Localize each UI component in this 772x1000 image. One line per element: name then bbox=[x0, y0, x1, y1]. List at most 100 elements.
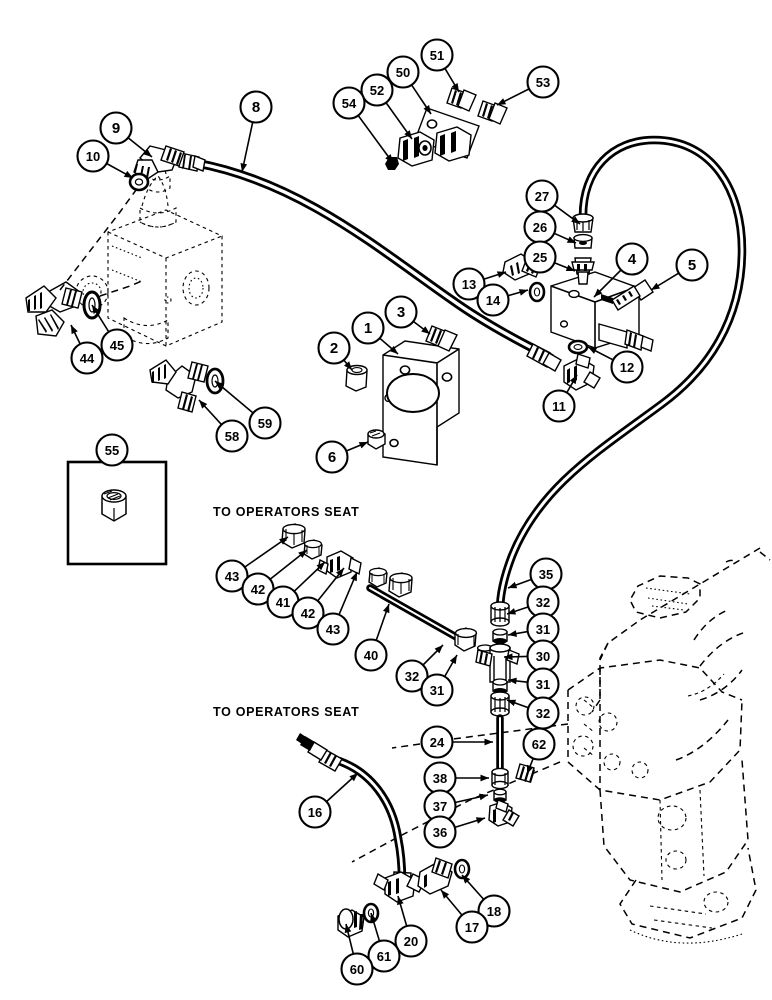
callout-circle-58[interactable] bbox=[215, 419, 249, 453]
callout-37[interactable]: 37 bbox=[423, 789, 489, 823]
callout-5[interactable]: 5 bbox=[650, 248, 709, 291]
callout-41[interactable]: 41 bbox=[266, 561, 326, 619]
callout-circle-31[interactable] bbox=[420, 673, 454, 707]
callout-11[interactable]: 11 bbox=[542, 374, 578, 423]
callout-52[interactable]: 52 bbox=[360, 73, 413, 140]
part-52-clamp bbox=[397, 131, 435, 167]
part-20-elbow bbox=[373, 871, 426, 903]
callout-26[interactable]: 26 bbox=[523, 210, 577, 244]
callout-58[interactable]: 58 bbox=[198, 399, 249, 453]
callout-55[interactable]: 55 bbox=[95, 433, 129, 467]
callout-17[interactable]: 17 bbox=[440, 889, 489, 944]
callout-59[interactable]: 59 bbox=[214, 380, 282, 440]
callout-circle-50[interactable] bbox=[386, 55, 420, 89]
callout-circle-12[interactable] bbox=[610, 350, 644, 384]
callout-circle-11[interactable] bbox=[542, 389, 576, 423]
part-14-oring bbox=[528, 281, 546, 303]
callout-circle-2[interactable] bbox=[317, 331, 351, 365]
callout-12[interactable]: 12 bbox=[587, 346, 644, 384]
callout-circle-62[interactable] bbox=[522, 727, 556, 761]
callout-10[interactable]: 10 bbox=[76, 139, 134, 179]
callout-40[interactable]: 40 bbox=[354, 603, 390, 672]
callout-13[interactable]: 13 bbox=[452, 267, 507, 301]
part-11-fitting bbox=[563, 353, 601, 391]
callout-circle-3[interactable] bbox=[384, 295, 418, 329]
callout-circle-16[interactable] bbox=[298, 795, 332, 829]
callout-42[interactable]: 42 bbox=[291, 567, 345, 630]
callout-number-26: 26 bbox=[533, 220, 547, 235]
callout-circle-1[interactable] bbox=[351, 311, 385, 345]
callout-60[interactable]: 60 bbox=[340, 923, 374, 986]
callout-54[interactable]: 54 bbox=[332, 86, 394, 164]
callout-circle-8[interactable] bbox=[239, 90, 273, 124]
callout-circle-59[interactable] bbox=[248, 406, 282, 440]
callout-number-5: 5 bbox=[688, 257, 696, 274]
callout-31[interactable]: 31 bbox=[507, 612, 560, 646]
callout-circle-51[interactable] bbox=[420, 38, 454, 72]
callout-6[interactable]: 6 bbox=[315, 440, 369, 474]
callout-27[interactable]: 27 bbox=[525, 179, 581, 225]
callout-38[interactable]: 38 bbox=[423, 761, 490, 795]
callout-31[interactable]: 31 bbox=[507, 667, 560, 701]
callout-circle-36[interactable] bbox=[423, 815, 457, 849]
callout-32[interactable]: 32 bbox=[395, 644, 444, 693]
callout-25[interactable]: 25 bbox=[523, 240, 576, 274]
callout-2[interactable]: 2 bbox=[317, 331, 353, 371]
callout-51[interactable]: 51 bbox=[420, 38, 460, 93]
part-1-bracket bbox=[382, 340, 460, 466]
callout-31[interactable]: 31 bbox=[420, 654, 458, 707]
seat-label-2: TO OPERATORS SEAT bbox=[213, 705, 359, 719]
callout-circle-42[interactable] bbox=[291, 596, 325, 630]
part-42-nut-a bbox=[303, 539, 323, 560]
callout-circle-17[interactable] bbox=[455, 910, 489, 944]
callout-44[interactable]: 44 bbox=[70, 324, 104, 375]
callout-circle-52[interactable] bbox=[360, 73, 394, 107]
callout-arrowhead-27 bbox=[571, 216, 580, 224]
callout-circle-32[interactable] bbox=[395, 659, 429, 693]
callout-circle-14[interactable] bbox=[476, 283, 510, 317]
callout-circle-9[interactable] bbox=[99, 111, 133, 145]
callout-8[interactable]: 8 bbox=[239, 90, 273, 173]
callout-62[interactable]: 62 bbox=[522, 727, 556, 775]
callout-circle-43[interactable] bbox=[316, 612, 350, 646]
callout-circle-43[interactable] bbox=[215, 559, 249, 593]
callout-36[interactable]: 36 bbox=[423, 815, 486, 849]
callout-circle-40[interactable] bbox=[354, 638, 388, 672]
callout-45[interactable]: 45 bbox=[91, 304, 134, 362]
callout-16[interactable]: 16 bbox=[298, 772, 359, 829]
callout-61[interactable]: 61 bbox=[367, 912, 401, 973]
callout-53[interactable]: 53 bbox=[496, 65, 560, 106]
callout-32[interactable]: 32 bbox=[506, 696, 560, 730]
callout-circle-54[interactable] bbox=[332, 86, 366, 120]
callout-14[interactable]: 14 bbox=[476, 283, 529, 317]
callout-4[interactable]: 4 bbox=[593, 242, 649, 298]
callout-9[interactable]: 9 bbox=[99, 111, 153, 158]
callout-circle-25[interactable] bbox=[523, 240, 557, 274]
callout-circle-55[interactable] bbox=[95, 433, 129, 467]
callout-50[interactable]: 50 bbox=[386, 55, 432, 115]
callout-circle-45[interactable] bbox=[100, 328, 134, 362]
callout-35[interactable]: 35 bbox=[507, 557, 563, 591]
callout-circle-4[interactable] bbox=[615, 242, 649, 276]
callout-circle-60[interactable] bbox=[340, 952, 374, 986]
callout-circle-13[interactable] bbox=[452, 267, 486, 301]
callout-circle-20[interactable] bbox=[394, 924, 428, 958]
callout-32[interactable]: 32 bbox=[506, 585, 560, 619]
callout-43[interactable]: 43 bbox=[215, 536, 289, 593]
callout-circle-61[interactable] bbox=[367, 939, 401, 973]
callout-1[interactable]: 1 bbox=[351, 311, 399, 355]
callout-circle-53[interactable] bbox=[526, 65, 560, 99]
callout-circle-10[interactable] bbox=[76, 139, 110, 173]
callout-arrowhead-58 bbox=[199, 400, 208, 409]
callout-circle-44[interactable] bbox=[70, 341, 104, 375]
callout-30[interactable]: 30 bbox=[503, 639, 560, 673]
callout-20[interactable]: 20 bbox=[394, 895, 428, 958]
callout-circle-5[interactable] bbox=[675, 248, 709, 282]
callout-43[interactable]: 43 bbox=[316, 571, 358, 646]
callout-circle-24[interactable] bbox=[420, 725, 454, 759]
callout-24[interactable]: 24 bbox=[420, 725, 494, 759]
callout-3[interactable]: 3 bbox=[384, 295, 431, 335]
callout-circle-6[interactable] bbox=[315, 440, 349, 474]
